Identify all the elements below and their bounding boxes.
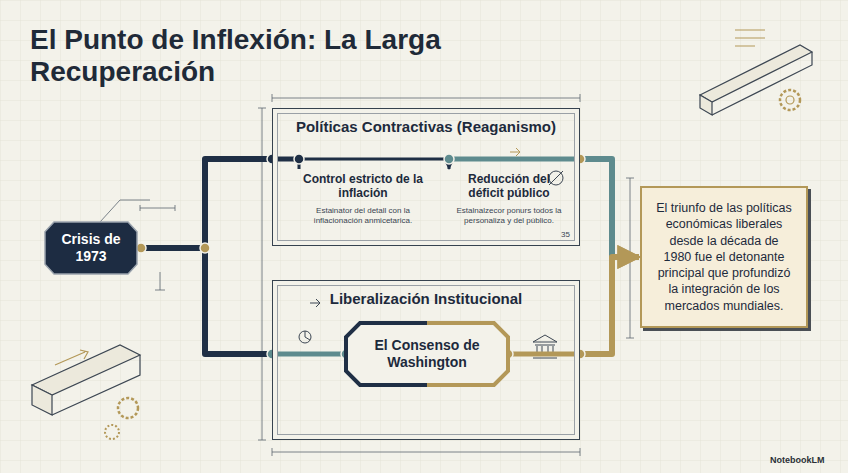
group-panel: Políticas Contractivas (Reaganismo) Contr… (272, 108, 580, 246)
connector (137, 159, 272, 248)
node-body: Estainator del detall con la inflacionac… (299, 206, 427, 226)
track-line (449, 157, 580, 162)
consensus-shape: El Consenso de Washington (346, 323, 508, 385)
node-text: El Consenso de Washington (360, 337, 494, 371)
connector (137, 248, 272, 354)
dimension-marks (100, 94, 634, 456)
node-text: Control estricto de la inflación (299, 173, 427, 201)
start-box: Crisis de 1973 (45, 222, 137, 274)
node-text: Reducción del déficit público (449, 173, 569, 201)
connector (580, 257, 639, 354)
track-line (508, 352, 580, 357)
junction-dot (294, 154, 304, 164)
octagon-outline (45, 222, 137, 274)
watermark: NotebookLM (770, 455, 825, 465)
junction-dot (575, 349, 585, 359)
connector (580, 159, 639, 257)
callout-number: 35 (561, 230, 570, 239)
junction-dot (200, 243, 210, 253)
junction-dot (444, 154, 454, 164)
step-item: Reducción del déficit públicoEstalnalzec… (441, 169, 573, 230)
beam-illustration (32, 345, 140, 439)
step-item: Control estricto de la inflaciónEstainat… (291, 169, 431, 230)
junction-dot (575, 154, 585, 164)
track-line (272, 352, 346, 357)
connector (299, 159, 449, 169)
node-text: Políticas Contractivas (Reaganismo) (283, 118, 569, 135)
beam-illustration (700, 30, 812, 115)
node-text: Liberalización Institucional (283, 290, 569, 307)
group-panel: Liberalización Institucional El Consenso … (272, 280, 580, 440)
node-text: Crisis de 1973 (59, 231, 123, 265)
node-text: El triunfo de las políticas económicas l… (654, 200, 794, 314)
node-body: Estalnalzecor ponurs todos la personaliz… (449, 206, 569, 226)
result-box: El triunfo de las políticas económicas l… (640, 186, 808, 328)
diagram-title: El Punto de Inflexión: La Larga Recupera… (30, 24, 510, 88)
